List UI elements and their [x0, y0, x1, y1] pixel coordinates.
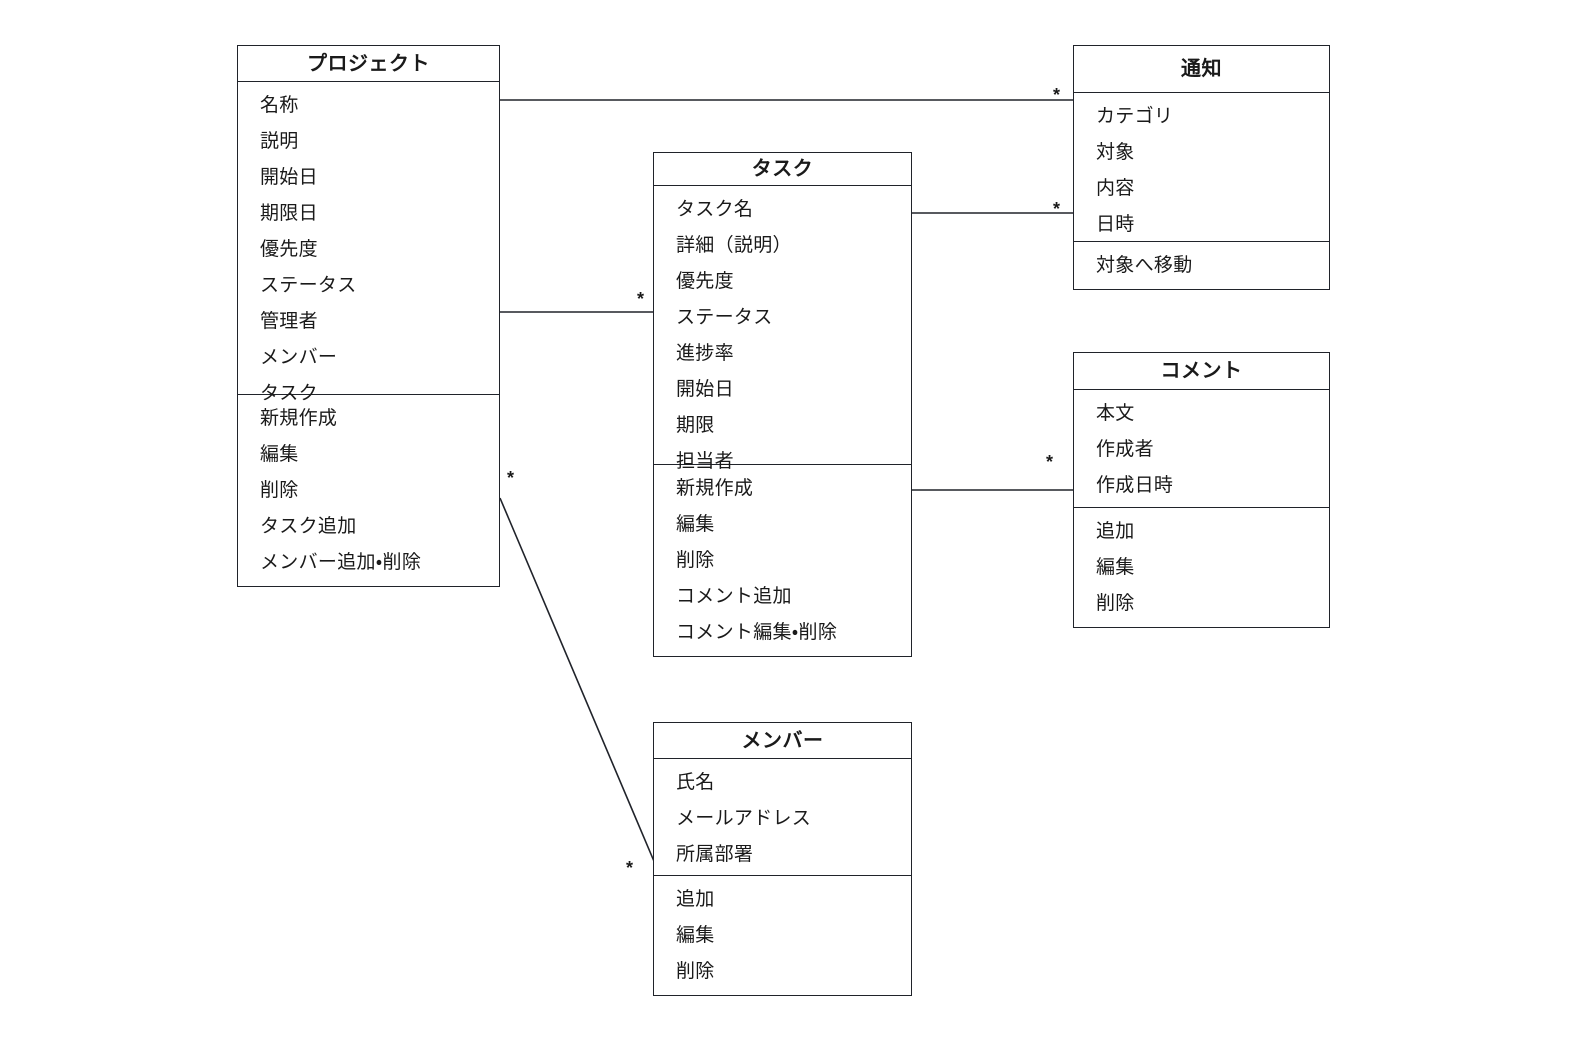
attribute-row: 本文	[1096, 403, 1135, 424]
operation-row: コメント編集・削除	[676, 622, 838, 643]
operation-row: メンバー追加・削除	[260, 552, 422, 573]
operation-row: 削除	[676, 961, 715, 982]
operation-row: コメント追加	[676, 586, 792, 607]
class-box-task[interactable]: タスク タスク名 詳細（説明） 優先度 ステータス 進捗率 開始日 期限 担当者…	[653, 152, 912, 657]
attribute-row: 開始日	[676, 379, 734, 400]
attribute-row: 優先度	[676, 271, 734, 292]
operation-row: 新規作成	[260, 408, 338, 429]
attribute-row: 詳細（説明）	[676, 235, 792, 256]
attribute-row: 日時	[1096, 214, 1135, 235]
association-line-project-member	[499, 497, 657, 867]
attribute-row: 作成日時	[1096, 475, 1174, 496]
class-operations-comment: 追加 編集 削除	[1074, 508, 1329, 627]
operation-row: 新規作成	[676, 478, 754, 499]
class-title-project: プロジェクト	[238, 46, 499, 82]
operation-row: 編集	[676, 925, 715, 946]
class-title-comment: コメント	[1074, 353, 1329, 390]
class-box-project[interactable]: プロジェクト 名称 説明 開始日 期限日 優先度 ステータス 管理者 メンバー …	[237, 45, 500, 587]
attribute-row: メールアドレス	[676, 808, 812, 829]
class-title-notification: 通知	[1074, 46, 1329, 93]
attribute-row: 作成者	[1096, 439, 1154, 460]
attribute-row: 説明	[260, 131, 299, 152]
class-attributes-comment: 本文 作成者 作成日時	[1074, 390, 1329, 508]
operation-row: 追加	[1096, 521, 1135, 542]
class-operations-member: 追加 編集 削除	[654, 876, 911, 995]
attribute-row: 期限日	[260, 203, 318, 224]
attribute-row: ステータス	[260, 275, 357, 296]
attribute-row: 対象	[1096, 142, 1135, 163]
class-attributes-task: タスク名 詳細（説明） 優先度 ステータス 進捗率 開始日 期限 担当者	[654, 186, 911, 471]
attribute-row: タスク名	[676, 199, 754, 220]
multiplicity-project-task: *	[637, 289, 645, 309]
multiplicity-task-comment: *	[1046, 452, 1054, 472]
attribute-row: 管理者	[260, 311, 318, 332]
multiplicity-project-member-source: *	[507, 468, 515, 488]
attribute-row: タスク	[260, 383, 318, 404]
attribute-row: 期限	[676, 415, 715, 436]
class-attributes-notification: カテゴリ 対象 内容 日時	[1074, 93, 1329, 242]
class-title-member: メンバー	[654, 723, 911, 759]
attribute-row: 名称	[260, 95, 299, 116]
class-box-notification[interactable]: 通知 カテゴリ 対象 内容 日時 対象へ移動	[1073, 45, 1330, 290]
operation-row: 追加	[676, 889, 715, 910]
multiplicity-project-member-target: *	[626, 858, 634, 878]
attribute-row: 氏名	[676, 772, 715, 793]
operation-row: 編集	[260, 444, 299, 465]
attribute-row: 担当者	[676, 451, 734, 472]
attribute-row: 所属部署	[676, 844, 754, 865]
attribute-row: 開始日	[260, 167, 318, 188]
attribute-row: メンバー	[260, 347, 338, 368]
class-title-task: タスク	[654, 153, 911, 186]
class-box-member[interactable]: メンバー 氏名 メールアドレス 所属部署 追加 編集 削除	[653, 722, 912, 996]
attribute-row: 進捗率	[676, 343, 734, 364]
attribute-row: ステータス	[676, 307, 773, 328]
class-operations-project: 新規作成 編集 削除 タスク追加 メンバー追加・削除	[238, 395, 499, 586]
multiplicity-task-notification: *	[1053, 199, 1061, 219]
class-operations-notification: 対象へ移動	[1074, 242, 1329, 289]
class-attributes-project: 名称 説明 開始日 期限日 優先度 ステータス 管理者 メンバー タスク	[238, 82, 499, 403]
operation-row: 削除	[1096, 593, 1135, 614]
operation-row: 編集	[676, 514, 715, 535]
attribute-row: 内容	[1096, 178, 1135, 199]
attribute-row: カテゴリ	[1096, 106, 1174, 127]
multiplicity-project-notification: *	[1053, 85, 1061, 105]
class-box-comment[interactable]: コメント 本文 作成者 作成日時 追加 編集 削除	[1073, 352, 1330, 628]
operation-row: 対象へ移動	[1096, 255, 1193, 276]
operation-row: 削除	[260, 480, 299, 501]
operation-row: タスク追加	[260, 516, 357, 537]
attribute-row: 優先度	[260, 239, 318, 260]
class-attributes-member: 氏名 メールアドレス 所属部署	[654, 759, 911, 876]
class-operations-task: 新規作成 編集 削除 コメント追加 コメント編集・削除	[654, 465, 911, 656]
operation-row: 編集	[1096, 557, 1135, 578]
operation-row: 削除	[676, 550, 715, 571]
